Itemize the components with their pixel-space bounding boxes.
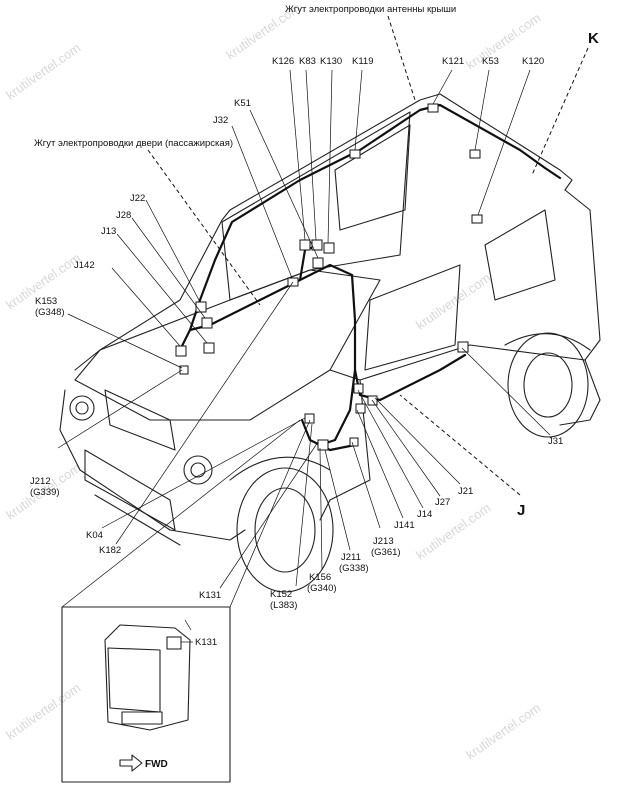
connector-block xyxy=(317,439,329,451)
connector-block xyxy=(175,345,187,357)
label-roof-antenna-harness: Жгут электропроводки антенны крыши xyxy=(285,4,456,15)
connector-block xyxy=(427,103,439,113)
label-k119: K119 xyxy=(352,56,373,67)
label-j14: J14 xyxy=(417,509,432,520)
watermark: krutilvertel.com xyxy=(3,680,83,742)
label-k04: K04 xyxy=(86,530,103,541)
connector-block xyxy=(469,149,481,159)
label-j211-sub: (G338) xyxy=(339,563,369,574)
label-j213-sub: (G361) xyxy=(371,547,401,558)
label-k153-sub: (G348) xyxy=(35,307,65,318)
label-inset-k131: K131 xyxy=(195,637,217,648)
label-fwd: FWD xyxy=(145,759,168,770)
connector-block xyxy=(299,239,311,251)
label-k156-sub: (G340) xyxy=(307,583,337,594)
connector-block xyxy=(349,437,359,447)
label-j212: J212 xyxy=(30,476,51,487)
dashed-callouts xyxy=(147,15,589,496)
watermark: krutilvertel.com xyxy=(463,700,543,762)
label-j141: J141 xyxy=(394,520,415,531)
inset-panel xyxy=(61,419,311,783)
connector-block xyxy=(203,342,215,354)
label-k131: K131 xyxy=(199,590,221,601)
label-j27: J27 xyxy=(435,497,450,508)
label-j28: J28 xyxy=(116,210,131,221)
connector-block xyxy=(353,383,364,394)
label-j21: J21 xyxy=(458,486,473,497)
connector-block xyxy=(179,365,189,375)
view-marker-k: K xyxy=(588,30,599,47)
label-k152-sub: (L383) xyxy=(270,600,297,611)
watermark: krutilvertel.com xyxy=(413,270,493,332)
label-k130: K130 xyxy=(320,56,342,67)
label-k120: K120 xyxy=(522,56,544,67)
label-j213: J213 xyxy=(373,536,394,547)
label-k53: K53 xyxy=(482,56,499,67)
label-k156: K156 xyxy=(309,572,331,583)
fwd-arrow-icon xyxy=(119,754,143,772)
connector-labels: K126 K83 K130 K119 K121 K53 K120 K51 J32… xyxy=(30,56,563,770)
connector-block xyxy=(457,341,469,353)
view-marker-j: J xyxy=(517,502,525,519)
inset-connector xyxy=(166,636,182,650)
label-k121: K121 xyxy=(442,56,464,67)
label-j31: J31 xyxy=(548,436,563,447)
connector-block xyxy=(349,149,361,159)
label-j32: J32 xyxy=(213,115,228,126)
label-j211: J211 xyxy=(341,552,361,563)
connector-block xyxy=(312,257,324,269)
label-j22: J22 xyxy=(130,193,145,204)
header-labels: Жгут электропроводки антенны крыши Жгут … xyxy=(34,4,599,519)
label-j142: J142 xyxy=(74,260,95,271)
connector-block xyxy=(201,317,213,329)
label-j13: J13 xyxy=(101,226,116,237)
watermark-layer: krutilvertel.com krutilvertel.com krutil… xyxy=(3,0,543,762)
label-k83: K83 xyxy=(299,56,316,67)
connector-block xyxy=(323,242,335,254)
label-k51: K51 xyxy=(234,98,251,109)
connector-block xyxy=(195,301,207,313)
label-k182: K182 xyxy=(99,545,121,556)
label-k153: K153 xyxy=(35,296,57,307)
label-j212-sub: (G339) xyxy=(30,487,60,498)
label-passenger-door-harness: Жгут электропроводки двери (пассажирская… xyxy=(34,138,233,149)
connector-block xyxy=(471,214,483,224)
connector-block xyxy=(304,413,315,424)
connector-block xyxy=(355,403,366,414)
watermark: krutilvertel.com xyxy=(3,40,83,102)
vehicle-outline xyxy=(59,93,601,593)
label-k152: K152 xyxy=(270,589,292,600)
connector-symbols xyxy=(175,103,483,451)
label-k126: K126 xyxy=(272,56,294,67)
